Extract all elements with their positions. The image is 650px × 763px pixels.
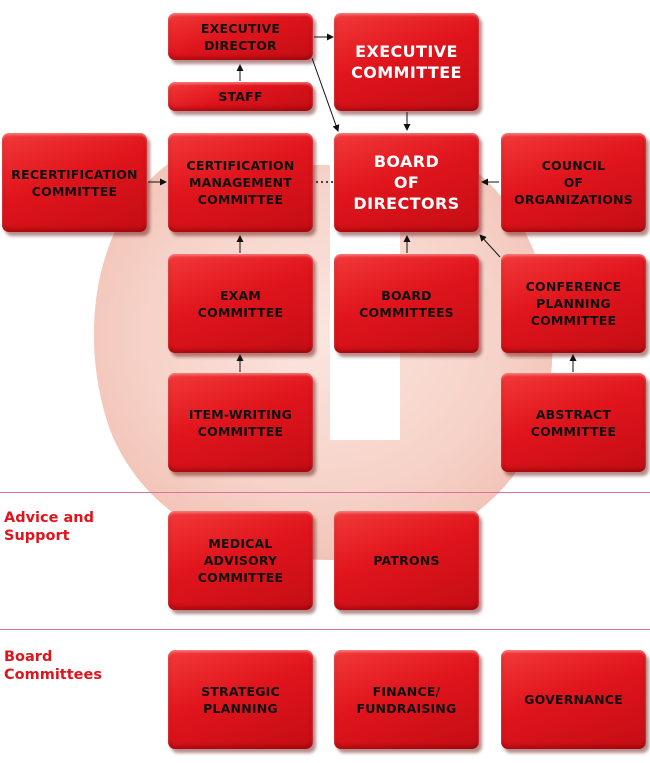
section-label-advice-support: Advice and Support — [4, 510, 94, 544]
patrons-box: PATRONS — [334, 511, 479, 610]
executive-director-box: EXECUTIVE DIRECTOR — [168, 13, 313, 60]
staff-box: STAFF — [168, 82, 313, 111]
certification-management-committee-box: CERTIFICATION MANAGEMENT COMMITTEE — [168, 133, 313, 232]
section-divider-board-committees — [0, 629, 650, 630]
section-label-board-committees: Board Committees — [4, 649, 102, 683]
board-of-directors-box: BOARD OF DIRECTORS — [334, 133, 479, 232]
abstract-committee-box: ABSTRACT COMMITTEE — [501, 373, 646, 472]
medical-advisory-committee-box: MEDICAL ADVISORY COMMITTEE — [168, 511, 313, 610]
recertification-committee-box: RECERTIFICATION COMMITTEE — [2, 133, 147, 232]
watermark-shape — [93, 150, 553, 560]
exam-committee-box: EXAM COMMITTEE — [168, 254, 313, 353]
council-of-organizations-box: COUNCIL OF ORGANIZATIONS — [501, 133, 646, 232]
item-writing-committee-box: ITEM-WRITING COMMITTEE — [168, 373, 313, 472]
section-divider-advice — [0, 492, 650, 493]
board-committees-box: BOARD COMMITTEES — [334, 254, 479, 353]
conference-planning-committee-box: CONFERENCE PLANNING COMMITTEE — [501, 254, 646, 353]
finance-fundraising-box: FINANCE/ FUNDRAISING — [334, 650, 479, 749]
strategic-planning-box: STRATEGIC PLANNING — [168, 650, 313, 749]
governance-box: GOVERNANCE — [501, 650, 646, 749]
executive-committee-box: EXECUTIVE COMMITTEE — [334, 13, 479, 111]
